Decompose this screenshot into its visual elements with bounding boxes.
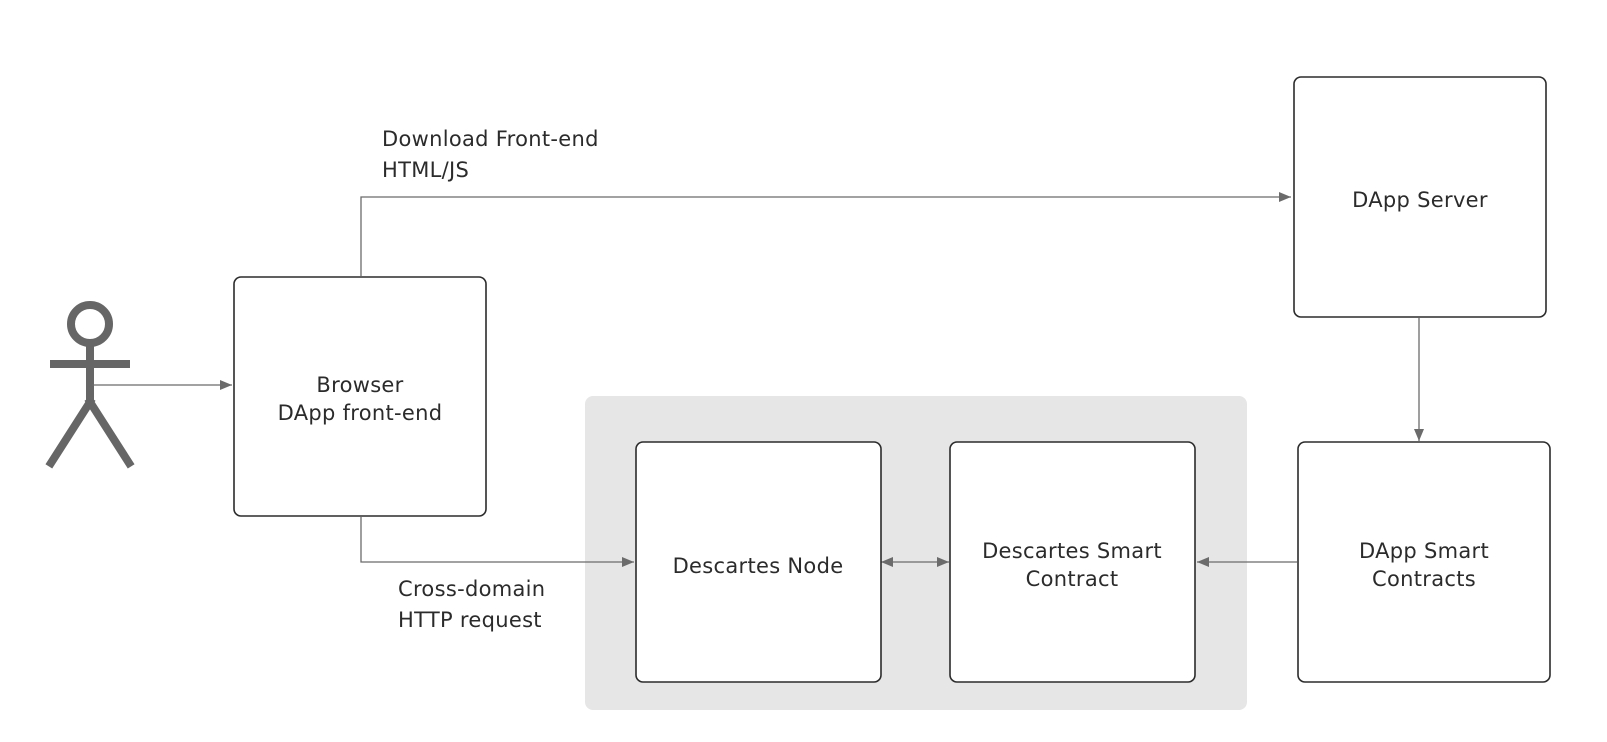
browser-node: Browser DApp front-end — [233, 276, 487, 517]
descartes-contract-label-line1: Descartes Smart — [982, 539, 1162, 563]
edge-browser-to-dapp-server — [360, 192, 1291, 276]
download-label-line1: Download Front-end — [382, 127, 599, 151]
browser-node-label-line1: Browser — [316, 373, 403, 397]
dapp-contracts-label-line1: DApp Smart — [1359, 539, 1489, 563]
user-actor-icon — [45, 301, 135, 469]
browser-node-label-line2: DApp front-end — [278, 401, 443, 425]
dapp-server-node: DApp Server — [1293, 76, 1547, 318]
cross-domain-edge-label: Cross-domain HTTP request — [398, 577, 545, 632]
dapp-smart-contracts-node: DApp Smart Contracts — [1297, 441, 1551, 683]
descartes-node-label: Descartes Node — [673, 554, 844, 578]
dapp-server-node-label: DApp Server — [1352, 188, 1488, 212]
descartes-contract-label-line2: Contract — [1026, 567, 1119, 591]
edge-browser-to-descartes-node — [360, 517, 634, 567]
download-edge-label: Download Front-end HTML/JS — [382, 127, 599, 182]
cross-domain-label-line1: Cross-domain — [398, 577, 545, 601]
descartes-smart-contract-node: Descartes Smart Contract — [949, 441, 1196, 683]
cross-domain-label-line2: HTTP request — [398, 608, 542, 632]
descartes-node: Descartes Node — [635, 441, 882, 683]
dapp-contracts-label-line2: Contracts — [1372, 567, 1476, 591]
download-label-line2: HTML/JS — [382, 158, 469, 182]
